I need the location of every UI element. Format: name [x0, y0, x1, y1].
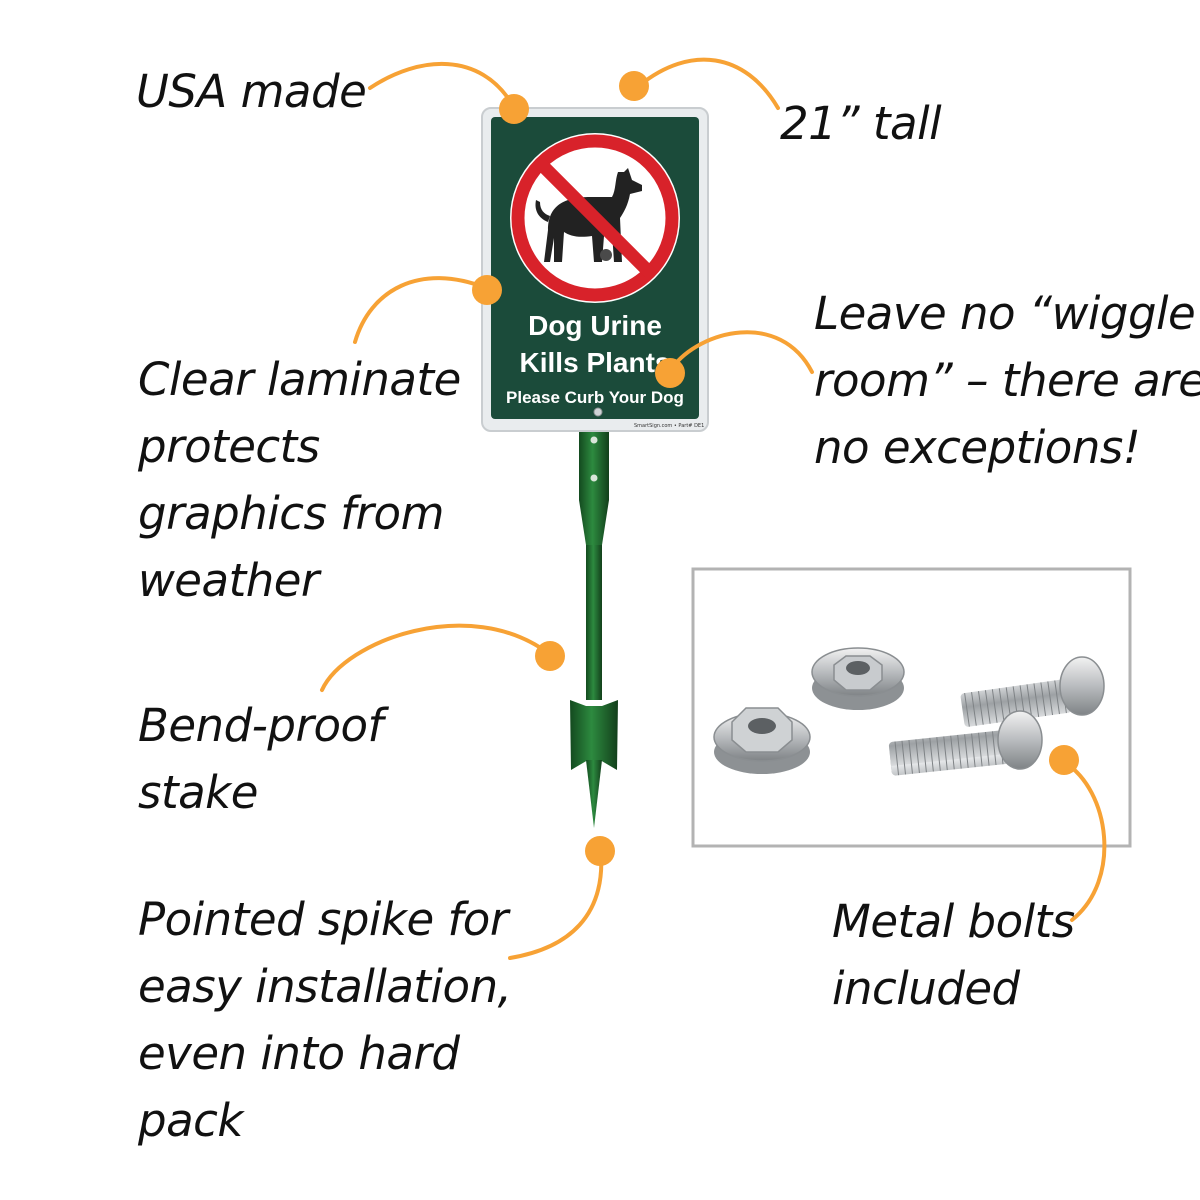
callout-dot	[655, 358, 685, 388]
callout-dot	[472, 275, 502, 305]
callout-laminate-line: protects	[138, 420, 320, 473]
callout-wiggle-line: no exceptions!	[814, 421, 1141, 474]
callout-dot	[1049, 745, 1079, 775]
callout-dot	[499, 94, 529, 124]
callout-spike-line: Pointed spike for	[138, 893, 508, 946]
stake	[570, 425, 618, 828]
flange-nut	[713, 707, 811, 774]
callout-wiggle-line: room” – there are	[814, 354, 1200, 407]
callout-laminate-line: Clear laminate	[138, 353, 461, 406]
callout-wiggle: Leave no “wiggle room” – there are no ex…	[814, 280, 1200, 481]
callout-dots	[472, 71, 1079, 866]
round-head-bolt	[960, 656, 1105, 727]
sign-text: Dog Urine Kills Plants Please Curb Your …	[506, 310, 704, 429]
callout-stake: Bend-proof stake	[138, 692, 383, 826]
callout-height-text: 21” tall	[780, 97, 942, 150]
sign-line-3: Please Curb Your Dog	[506, 388, 684, 407]
callout-spike-line: pack	[138, 1094, 243, 1147]
callout-bolts: Metal bolts included	[832, 888, 1075, 1022]
callout-wiggle-line: Leave no “wiggle	[814, 287, 1196, 340]
hardware-photo	[691, 567, 1132, 848]
callout-laminate-line: graphics from	[138, 487, 444, 540]
callout-height: 21” tall	[780, 90, 942, 157]
callout-stake-line: stake	[138, 766, 258, 819]
callout-usa-made-text: USA made	[136, 65, 367, 118]
callout-usa-made: USA made	[136, 58, 367, 125]
callout-connectors	[320, 57, 1107, 960]
round-head-bolt	[888, 710, 1043, 776]
no-dog-icon	[510, 133, 680, 303]
callout-bolts-line: included	[832, 962, 1020, 1015]
callout-laminate: Clear laminate protects graphics from we…	[138, 346, 461, 614]
sign-line-1: Dog Urine	[528, 310, 662, 341]
serrated-flange-nut	[811, 647, 905, 710]
callout-bolts-line: Metal bolts	[832, 895, 1075, 948]
sign-line-2: Kills Plants	[520, 347, 671, 378]
callout-dot	[535, 641, 565, 671]
callout-spike-line: easy installation,	[138, 960, 512, 1013]
callout-spike-line: even into hard	[138, 1027, 460, 1080]
callout-spike: Pointed spike for easy installation, eve…	[138, 886, 512, 1154]
callout-dot	[585, 836, 615, 866]
callout-stake-line: Bend-proof	[138, 699, 383, 752]
sign-credit: SmartSign.com • Part# DE1	[634, 423, 704, 429]
callout-dot	[619, 71, 649, 101]
callout-laminate-line: weather	[138, 554, 319, 607]
